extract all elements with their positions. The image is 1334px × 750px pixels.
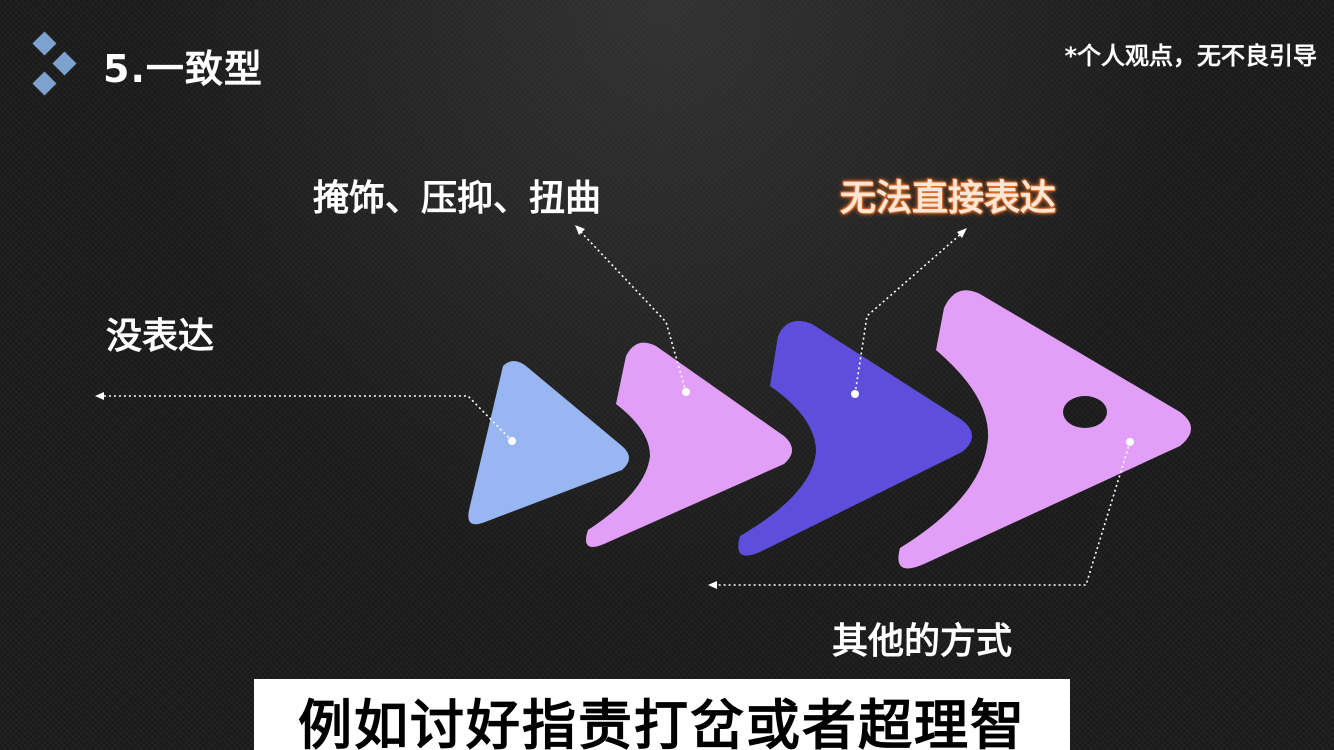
label-masking: 掩饰、压抑、扭曲 bbox=[313, 178, 602, 219]
arrowhead-masking bbox=[575, 225, 585, 235]
connector-none bbox=[100, 395, 513, 442]
dot-indirect bbox=[851, 390, 859, 398]
page-title: 5.一致型 bbox=[103, 47, 263, 91]
dot-masking bbox=[682, 388, 690, 396]
subtitle-bar: 例如讨好指责打岔或者超理智 bbox=[254, 679, 1070, 750]
arrowhead-indirect bbox=[957, 228, 967, 238]
disclaimer-note: *个人观点，无不良引导 bbox=[1064, 42, 1317, 70]
arrow-shape-masking bbox=[586, 342, 792, 547]
subtitle-text: 例如讨好指责打岔或者超理智 bbox=[298, 694, 1026, 750]
connector-indirect bbox=[854, 232, 963, 395]
label-no-expression: 没表达 bbox=[106, 316, 215, 357]
label-other-ways: 其他的方式 bbox=[832, 621, 1013, 662]
arrow-shape-indirect bbox=[738, 320, 972, 556]
dot-other bbox=[1126, 438, 1134, 446]
label-indirect-expression: 无法直接表达 bbox=[840, 178, 1057, 219]
diamond-cluster-icon bbox=[32, 31, 77, 96]
connector-masking bbox=[579, 230, 687, 393]
arrowhead-other bbox=[708, 581, 717, 589]
arrow-shape-other bbox=[898, 290, 1191, 569]
arrow-shape-none bbox=[468, 361, 629, 525]
dot-none bbox=[508, 437, 516, 445]
arrowhead-none bbox=[95, 392, 104, 400]
